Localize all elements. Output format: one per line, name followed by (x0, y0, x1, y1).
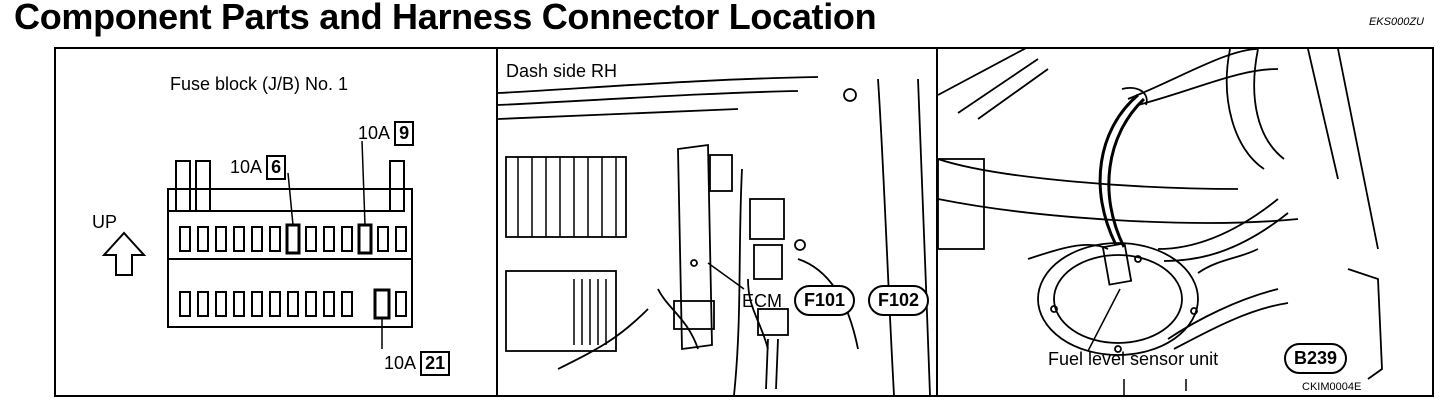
fuel-sensor-label: Fuel level sensor unit (1048, 349, 1219, 369)
connector-b239: B239 (1284, 343, 1348, 374)
fuse-block-caption: Fuse block (J/B) No. 1 (170, 74, 349, 94)
dash-side-drawing (498, 76, 931, 395)
connector-f101: F101 (794, 285, 856, 316)
page-title: Component Parts and Harness Connector Lo… (14, 0, 877, 37)
fuse-6-number: 6 (266, 155, 287, 180)
connector-f102: F102 (868, 285, 930, 316)
fuse-21-number: 21 (420, 351, 451, 376)
dash-side-caption: Dash side RH (506, 61, 618, 81)
fuse-block-drawing (101, 140, 413, 349)
ecm-label: ECM (742, 291, 782, 311)
fuse-9-amp: 10A (358, 123, 390, 143)
fuse-9-label: 10A 9 (358, 121, 415, 146)
figure-frame: Fuse block (J/B) No. 1 (54, 47, 1434, 397)
doc-code: EKS000ZU (1368, 16, 1424, 28)
fuse-21-label: 10A 21 (384, 351, 451, 376)
dash-side-panel: Dash side RH (498, 49, 938, 395)
fuse-21-amp: 10A (384, 353, 416, 373)
figure-code: CKIM0004E (1302, 381, 1362, 393)
fuse-9-number: 9 (394, 121, 415, 146)
fuse-6-amp: 10A (230, 157, 262, 177)
up-label: UP (92, 212, 118, 232)
fuse-6-label: 10A 6 (230, 155, 287, 180)
fuel-sensor-drawing (938, 49, 1383, 395)
fuel-sensor-panel: Fuel level sensor unit B239 CKIM0004E (938, 49, 1432, 395)
fuse-block-panel: Fuse block (J/B) No. 1 (56, 49, 498, 395)
